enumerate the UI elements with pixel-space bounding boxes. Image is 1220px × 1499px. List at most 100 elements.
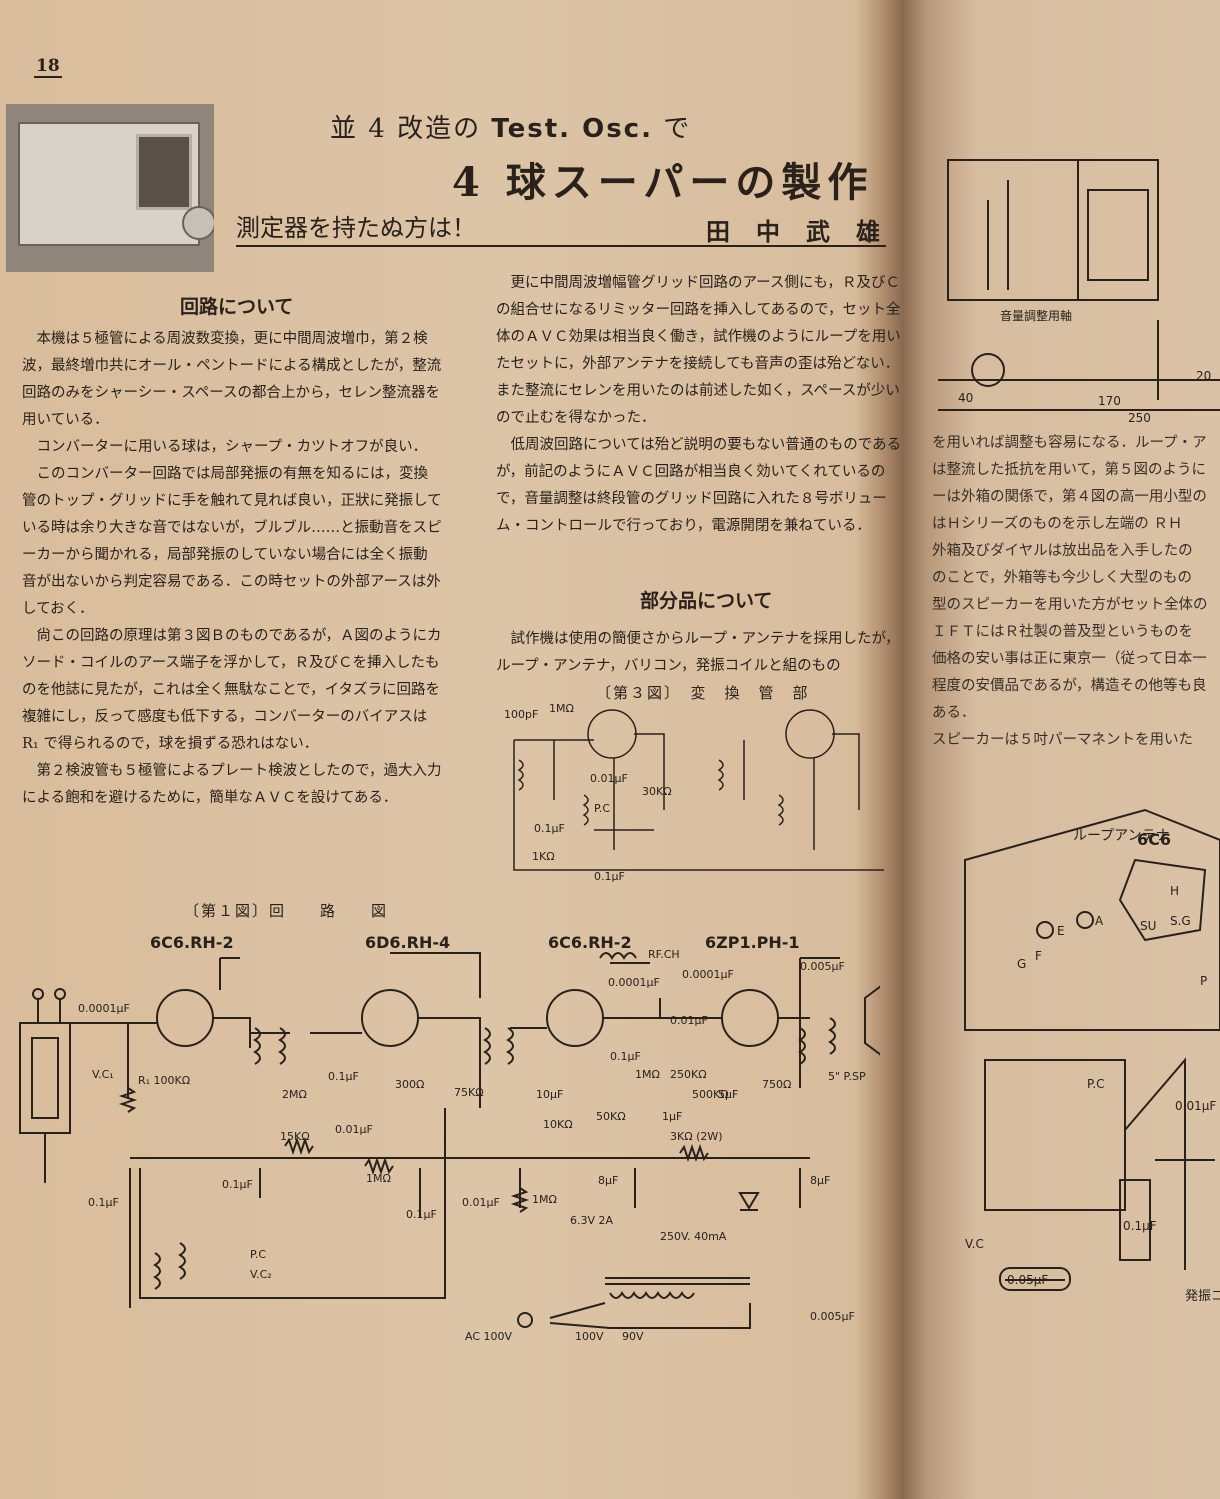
paragraph: 試作機は使用の簡便さからループ・アンテナを採用したが，ループ・アンテナ，バリコン…: [496, 631, 900, 674]
diagram-label: E: [1057, 924, 1065, 938]
component-label: 0.0001μF: [682, 968, 734, 981]
fig3-label: 1KΩ: [532, 850, 555, 863]
ac-plug: [517, 1312, 533, 1328]
fig3-converter-schematic: 100pF 1MΩ 0.01μF 30KΩ 0.1μF P.C 1KΩ 0.1μ…: [504, 702, 884, 883]
diagram-label: 0.1μF: [1123, 1219, 1157, 1233]
component-label: 0.0001μF: [78, 1002, 130, 1015]
paragraph: コンバーターに用いる球は，シャープ・カツトオフが良い．: [36, 439, 428, 455]
component-label: 500KΩ: [692, 1088, 729, 1101]
fig1-circuit-diagram: 6C6.RH-2 6D6.RH-4 6C6.RH-2 6ZP1.PH-1 0.0…: [19, 933, 880, 1343]
diagram-label: P.C: [1087, 1077, 1105, 1091]
component-label: 15KΩ: [280, 1130, 310, 1143]
text-line: を用いれば調整も容易になる．ループ・ア: [932, 435, 1207, 451]
diagram-label: 発振コイル: [1185, 1289, 1220, 1304]
diagram-label: A: [1095, 914, 1104, 928]
fig3-label: 1MΩ: [549, 702, 574, 715]
tube-b: [785, 709, 835, 759]
text-line: ある．: [932, 705, 976, 721]
component-label: 0.1μF: [222, 1178, 253, 1191]
diagram-label: 0.05μF: [1007, 1273, 1048, 1287]
header-osc: Test. Osc.: [491, 114, 653, 144]
fig3-label: 30KΩ: [642, 785, 672, 798]
tube-a: [587, 709, 637, 759]
variable-capacitor: [984, 1059, 1126, 1211]
dim-label: 20: [1196, 369, 1211, 383]
diagram-label: 0.01μF: [1175, 1099, 1216, 1113]
component-label: 75KΩ: [454, 1086, 484, 1099]
tube-6d6: [361, 989, 419, 1047]
radio-dial-image: [136, 134, 192, 210]
component-label: 50KΩ: [596, 1110, 626, 1123]
fig3-label: 0.01μF: [590, 772, 628, 785]
component-label: 1μF: [662, 1110, 682, 1123]
text-line: 型のスピーカーを用いた方がセット全体の: [932, 597, 1208, 613]
component-label: 8μF: [810, 1174, 830, 1187]
loop-antenna: [19, 1022, 71, 1134]
paragraph: 更に中間周波増幅管グリッド回路のアース側にも，Ｒ及びＣの組合せになるリミッター回…: [496, 275, 901, 426]
fig3-label: 0.1μF: [594, 870, 625, 883]
component-label: 0.005μF: [800, 960, 845, 973]
component-label: 0.01μF: [462, 1196, 500, 1209]
diagram-label: H: [1170, 884, 1179, 898]
text-line: のことで，外箱等も今少しく大型のもの: [932, 570, 1192, 586]
component-label: 1MΩ: [532, 1193, 557, 1206]
article-subtitle: 測定器を持たぬ方は！: [236, 208, 886, 247]
tube-label: 6D6.RH-4: [365, 933, 450, 952]
section-heading-circuit: 回路について: [180, 296, 294, 318]
component-label: 0.1μF: [406, 1208, 437, 1221]
component-label: 10μF: [536, 1088, 563, 1101]
component-label: 10KΩ: [543, 1118, 573, 1131]
tube-6c6-a: [156, 989, 214, 1047]
component-label: 1MΩ: [366, 1172, 391, 1185]
section-heading-parts: 部分品について: [640, 590, 773, 612]
paragraph: 尙この回路の原理は第３図Ｂのものであるが，Ａ図のようにカソード・コイルのアース端…: [22, 628, 442, 752]
right-wiring-drawing: ループアンテナ 6C6 H S.G SU A E F G P.C 0.05μF …: [964, 808, 1220, 1304]
left-column: 本機は５極管による周波数変換，更に中間周波増巾，第２検波，最終増巾共にオール・ペ…: [22, 326, 442, 812]
component-label: 250V. 40mA: [660, 1230, 727, 1243]
author-name: 田中武雄: [706, 217, 906, 246]
diagram-label: V.C: [965, 1237, 984, 1251]
component-label: 0.1μF: [88, 1196, 119, 1209]
fig3-label: P.C: [594, 802, 610, 815]
tube-label: 6ZP1.PH-1: [705, 933, 800, 952]
component-label: 750Ω: [762, 1078, 791, 1091]
dim-label: 170: [1098, 394, 1121, 408]
fig3-caption: 〔第３図〕 変 換 管 部: [596, 684, 810, 702]
diagram-label: S.G: [1170, 914, 1191, 928]
component-label: R₁ 100KΩ: [138, 1074, 190, 1087]
component-label: AC 100V: [465, 1330, 513, 1343]
header-prefix: 並 4 改造の: [330, 114, 482, 144]
dim-label: 250: [1128, 411, 1151, 425]
paragraph: このコンバーター回路では局部発振の有無を知るには，変換管のトップ・グリッドに手を…: [22, 466, 442, 617]
tube-label: 6C6.RH-2: [150, 933, 234, 952]
radio-photo: [6, 104, 214, 272]
component-label: 0.1μF: [328, 1070, 359, 1083]
diagram-label: 6C6: [1137, 830, 1171, 849]
diagram-label: SU: [1140, 919, 1156, 933]
diagram-label: F: [1035, 949, 1042, 963]
component-label: 250KΩ: [670, 1068, 707, 1081]
text-line: ーは外箱の関係で，第４図の高一用小型の: [932, 489, 1207, 505]
component-label: 100V: [575, 1330, 604, 1343]
tube-6c6-b: [546, 989, 604, 1047]
component-label: 6.3V 2A: [570, 1214, 614, 1227]
component-label: 0.005μF: [810, 1310, 855, 1323]
middle-column: 更に中間周波増幅管グリッド回路のアース側にも，Ｒ及びＣの組合せになるリミッター回…: [496, 270, 904, 540]
text-line: ＩＦＴにはＲ社製の普及型というものを: [932, 624, 1193, 640]
dim-label: 40: [958, 391, 973, 405]
right-column: を用いれば調整も容易になる．ループ・ア は整流した抵抗を用いて，第５図のように …: [932, 430, 1220, 754]
component-label: 5μF: [718, 1088, 738, 1101]
diagram-label: G: [1017, 957, 1026, 971]
knob-label: 音量調整用軸: [1000, 308, 1072, 323]
header-line: 並 4 改造の Test. Osc. で: [330, 108, 691, 145]
text-line: 外箱及びダイヤルは放出品を入手したの: [932, 543, 1193, 559]
text-line: スピーカーは５吋パーマネントを用いた: [932, 732, 1193, 748]
radio-knob-image: [182, 206, 214, 240]
fig1-caption: 〔第１図〕回 路 図: [184, 902, 389, 920]
component-label: 0.01μF: [335, 1123, 373, 1136]
component-label: 2MΩ: [282, 1088, 307, 1101]
right-chassis-drawing: 音量調整用軸 170 250 20 40: [938, 159, 1220, 425]
fig3-label: 100pF: [504, 708, 538, 721]
component-label: 3KΩ (2W): [670, 1130, 723, 1143]
